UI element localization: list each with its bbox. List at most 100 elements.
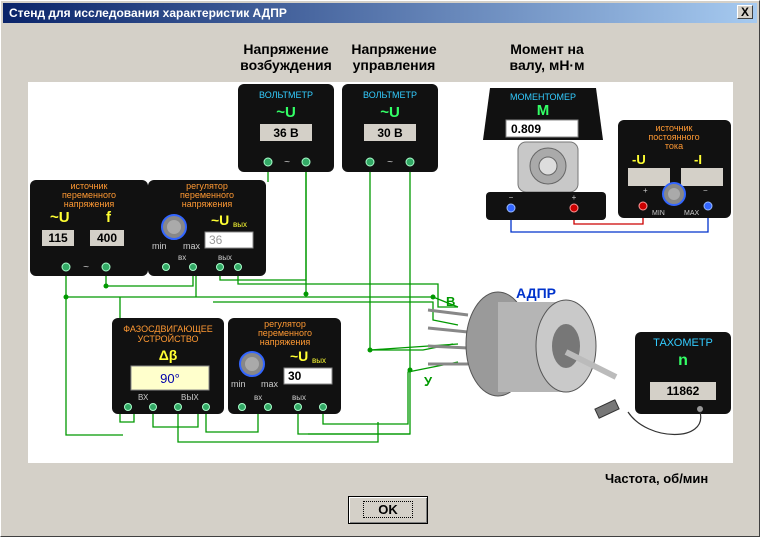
close-button[interactable]: X [737, 5, 753, 19]
svg-text:ВОЛЬТМЕТР: ВОЛЬТМЕТР [259, 90, 313, 100]
regulator-bottom-in-2[interactable] [264, 403, 272, 411]
regulator-top-in-1[interactable] [162, 263, 170, 271]
regulator-bottom-out-2[interactable] [319, 403, 327, 411]
svg-text:УСТРОЙСТВО: УСТРОЙСТВО [137, 333, 198, 344]
svg-text:+: + [643, 186, 648, 195]
regulator-top-value-field[interactable] [204, 231, 254, 249]
regulator-top-in-2[interactable] [189, 263, 197, 271]
tachometer-panel: ТАХОМЕТР n 11862 [594, 332, 731, 436]
frequency-label: Частота, об/мин [605, 471, 709, 486]
svg-text:напряжения: напряжения [260, 337, 311, 347]
svg-text:ТАХОМЕТР: ТАХОМЕТР [653, 337, 713, 349]
svg-text:напряжения: напряжения [182, 199, 233, 209]
ok-button[interactable]: OK [348, 496, 428, 524]
svg-text:вх: вх [178, 253, 186, 262]
phase-out-2[interactable] [202, 403, 210, 411]
regulator-bottom-value-field[interactable] [283, 367, 333, 385]
svg-text:f: f [106, 209, 112, 226]
tachometer-display [650, 382, 716, 400]
svg-text:~U: ~U [211, 212, 229, 228]
svg-text:~U: ~U [276, 104, 296, 121]
regulator-top-out-2[interactable] [234, 263, 242, 271]
voltmeter-control-display [364, 124, 416, 141]
svg-text:−: − [509, 193, 514, 202]
torque-value-field [505, 119, 579, 138]
svg-text:~: ~ [83, 262, 89, 273]
dc-terminal-minus[interactable] [703, 201, 713, 211]
svg-text:36: 36 [209, 233, 223, 247]
control-voltage-header: Напряжение управления [351, 41, 437, 73]
svg-text:11862: 11862 [667, 384, 700, 398]
svg-text:вых: вых [312, 356, 326, 365]
svg-text:напряжения: напряжения [64, 199, 115, 209]
window-title: Стенд для исследования характеристик АДП… [9, 6, 287, 20]
svg-text:Δβ: Δβ [159, 347, 178, 363]
ac-source-panel: источник переменного напряжения ~U f 115… [30, 180, 148, 276]
ac-terminal-2[interactable] [101, 262, 111, 272]
phase-in-1[interactable] [124, 403, 132, 411]
svg-text:~U: ~U [50, 209, 70, 226]
regulator-top-out-1[interactable] [216, 263, 224, 271]
svg-text:36 В: 36 В [273, 126, 299, 140]
svg-text:вых: вых [218, 253, 232, 262]
title-bar: Стенд для исследования характеристик АДП… [3, 3, 757, 23]
svg-text:источник: источник [71, 181, 108, 191]
voltmeter-excitation-terminal-1[interactable] [263, 157, 273, 167]
svg-text:~: ~ [284, 157, 290, 168]
dc-wire-blue [510, 212, 709, 233]
svg-text:min: min [152, 241, 167, 251]
svg-text:90°: 90° [160, 371, 180, 386]
voltmeter-excitation-terminal-2[interactable] [301, 157, 311, 167]
svg-text:ВЫХ: ВЫХ [181, 393, 199, 402]
motor-illustration: АДПР В У [424, 285, 618, 397]
regulator-bottom-out-1[interactable] [294, 403, 302, 411]
svg-text:регулятор: регулятор [186, 181, 228, 191]
svg-text:30: 30 [288, 369, 302, 383]
svg-text:M: M [537, 102, 550, 119]
svg-text:АДПР: АДПР [516, 285, 556, 301]
phase-out-1[interactable] [174, 403, 182, 411]
phase-in-2[interactable] [149, 403, 157, 411]
excitation-voltage-header: Напряжение возбуждения [240, 41, 332, 73]
svg-text:~U: ~U [290, 348, 308, 364]
svg-text:400: 400 [97, 231, 117, 245]
svg-text:вых: вых [233, 220, 247, 229]
svg-text:регулятор: регулятор [264, 319, 306, 329]
svg-text:-U: -U [632, 152, 646, 167]
svg-text:вых: вых [292, 393, 306, 402]
voltmeter-control-terminal-2[interactable] [405, 157, 415, 167]
voltmeter-excitation-display [260, 124, 312, 141]
svg-text:источник: источник [656, 123, 693, 133]
motor-shaft [564, 349, 618, 380]
svg-text:переменного: переменного [258, 328, 312, 338]
svg-text:30 В: 30 В [377, 126, 403, 140]
tachometer-sensor-icon [594, 399, 620, 419]
svg-text:−: − [703, 186, 708, 195]
regulator-top-panel: регулятор переменного напряжения ~U вых … [148, 180, 266, 276]
svg-text:~U: ~U [380, 104, 400, 121]
torque-terminal-plus[interactable] [569, 203, 579, 213]
ac-terminal-1[interactable] [61, 262, 71, 272]
voltmeter-control-terminal-1[interactable] [365, 157, 375, 167]
svg-text:+: + [572, 193, 577, 202]
phase-angle-field[interactable] [130, 365, 210, 391]
svg-text:115: 115 [48, 231, 68, 245]
torque-terminal-minus[interactable] [506, 203, 516, 213]
tachometer-cable [627, 411, 702, 436]
svg-text:У: У [424, 374, 433, 389]
svg-text:MIN: MIN [652, 210, 665, 217]
dc-current-display [681, 168, 723, 186]
svg-text:тока: тока [665, 141, 683, 151]
test-bench-canvas: источник переменного напряжения ~U f 115… [28, 82, 733, 463]
svg-text:постоянного: постоянного [648, 132, 699, 142]
voltmeter-excitation: ВОЛЬТМЕТР ~U 36 В ~ [238, 84, 334, 172]
regulator-bottom-in-1[interactable] [238, 403, 246, 411]
svg-text:МОМЕНТОМЕР: МОМЕНТОМЕР [510, 92, 576, 102]
dc-terminal-plus[interactable] [638, 201, 648, 211]
svg-text:-I: -I [694, 152, 702, 167]
svg-text:переменного: переменного [62, 190, 116, 200]
ac-voltage-display [42, 230, 74, 246]
svg-text:~: ~ [387, 157, 393, 168]
dc-source-panel: источник постоянного тока -U -I + − MIN … [618, 120, 731, 218]
